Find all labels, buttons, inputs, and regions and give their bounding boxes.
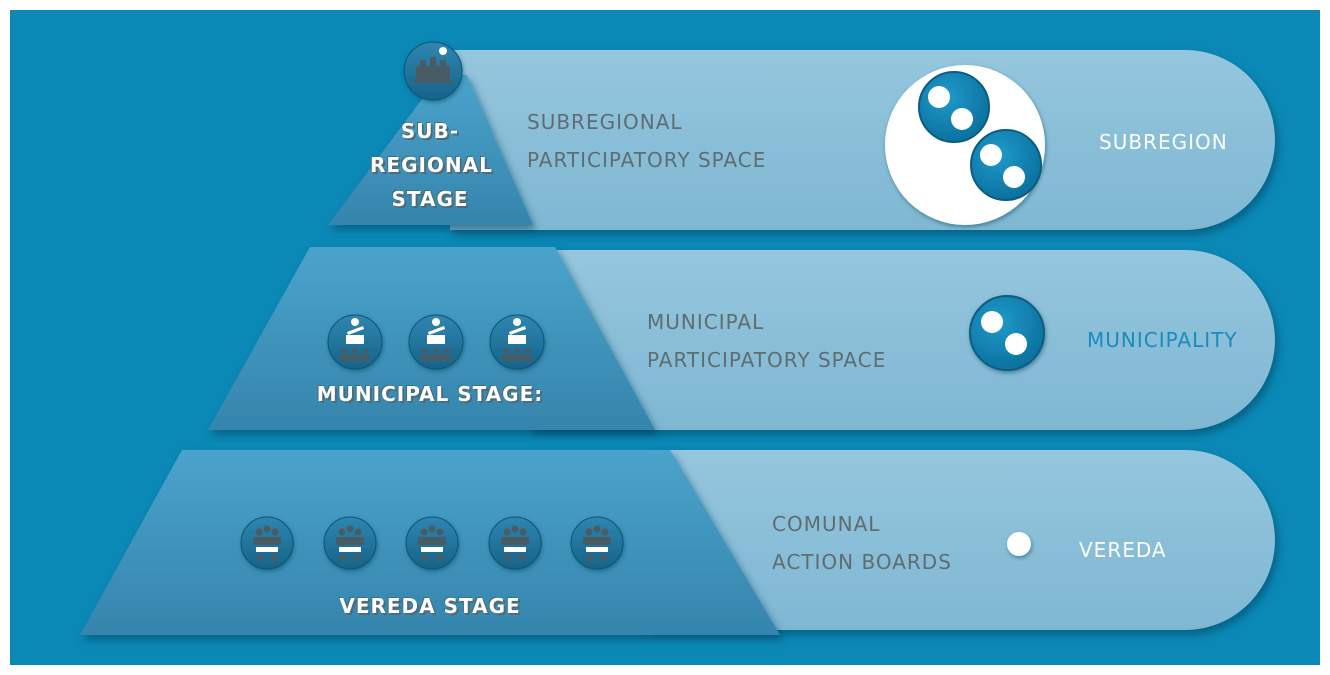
space-label-line: COMUNAL bbox=[772, 512, 881, 536]
space-label-line: ACTION BOARDS bbox=[772, 550, 952, 574]
pyramid-diagram: SUB- REGIONAL STAGE MUNICIPAL STAGE: VER… bbox=[10, 10, 1320, 665]
space-label-subregional: SUBREGIONAL PARTICIPATORY SPACE bbox=[527, 103, 766, 179]
stage-title-line: SUB- bbox=[400, 119, 460, 143]
stage-title-subregional: SUB- REGIONAL STAGE bbox=[370, 114, 493, 216]
band-municipal bbox=[530, 250, 1275, 430]
stage-title-line: STAGE bbox=[391, 187, 469, 211]
space-label-line: MUNICIPAL bbox=[647, 310, 765, 334]
municipality-dot bbox=[918, 71, 990, 143]
level-label-subregion: SUBREGION bbox=[1099, 130, 1228, 154]
meeting-table-icon bbox=[488, 516, 542, 570]
meeting-table-icon bbox=[570, 516, 624, 570]
space-label-line: SUBREGIONAL bbox=[527, 110, 683, 134]
stage-title-municipal: MUNICIPAL STAGE: bbox=[316, 382, 544, 406]
band-subregional bbox=[450, 50, 1275, 230]
municipality-dot bbox=[970, 129, 1042, 201]
stage-title-vereda: VEREDA STAGE bbox=[339, 594, 521, 618]
speaker-podium-icon bbox=[408, 314, 464, 370]
vereda-symbol bbox=[1007, 532, 1031, 556]
speaker-podium-icon bbox=[327, 314, 383, 370]
municipality-symbol bbox=[969, 295, 1045, 371]
speaker-podium-icon bbox=[489, 314, 545, 370]
pyramid-tier-subregional bbox=[328, 75, 533, 225]
subregion-symbol bbox=[885, 65, 1045, 225]
space-label-line: PARTICIPATORY SPACE bbox=[647, 348, 887, 372]
meeting-table-icon bbox=[405, 516, 459, 570]
space-label-vereda: COMUNAL ACTION BOARDS bbox=[772, 505, 952, 581]
meeting-table-icon bbox=[240, 516, 294, 570]
level-label-municipality: MUNICIPALITY bbox=[1087, 328, 1238, 352]
band-vereda bbox=[650, 450, 1275, 630]
stage-title-line: REGIONAL bbox=[370, 153, 493, 177]
level-label-vereda: VEREDA bbox=[1079, 538, 1167, 562]
meeting-table-icon bbox=[323, 516, 377, 570]
diagram-graphics bbox=[80, 41, 1275, 635]
auditorium-icon bbox=[403, 41, 463, 101]
space-label-line: PARTICIPATORY SPACE bbox=[527, 148, 767, 172]
space-label-municipal: MUNICIPAL PARTICIPATORY SPACE bbox=[647, 303, 886, 379]
